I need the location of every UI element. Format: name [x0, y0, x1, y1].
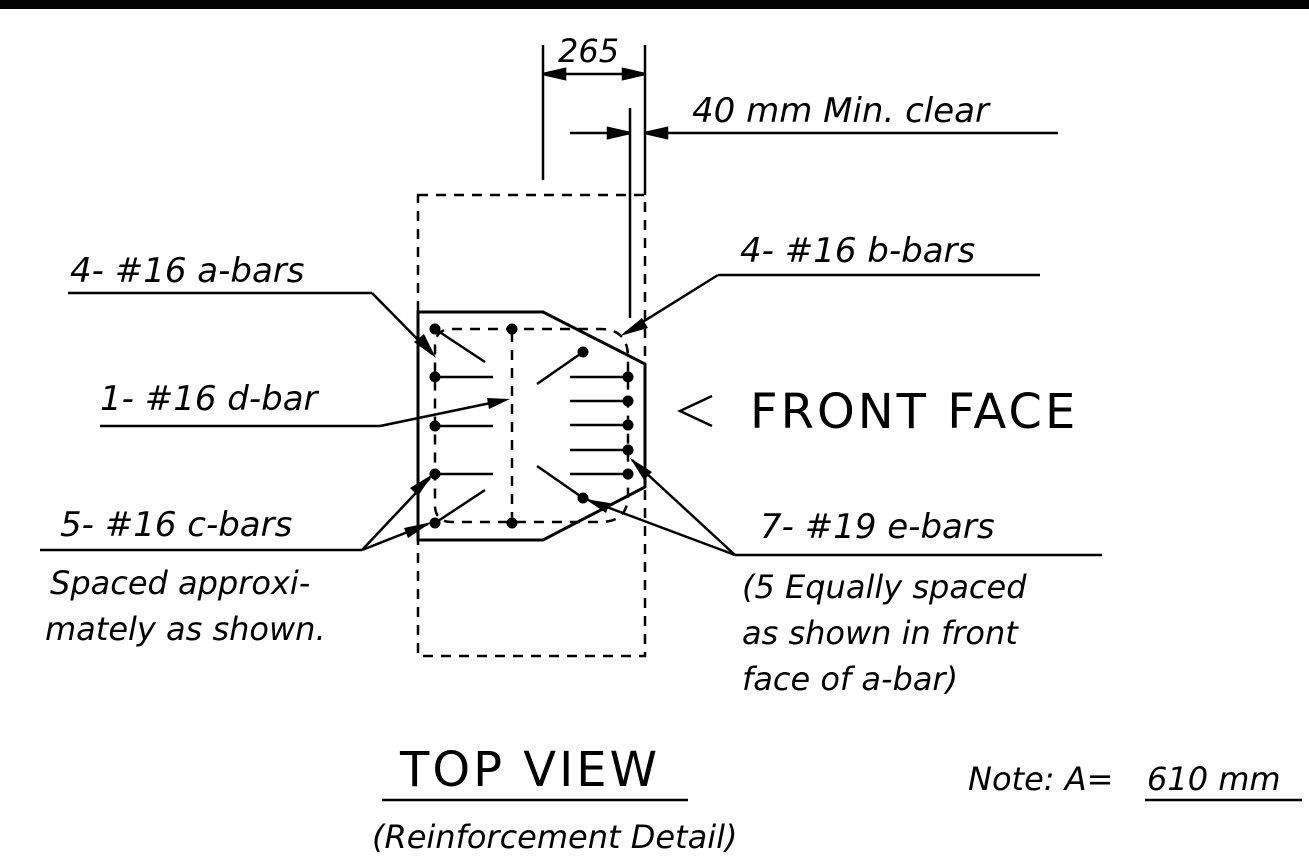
- section-outline: [416, 310, 647, 542]
- e-bars-label: 7- #19 e-bars: [760, 507, 995, 547]
- view-subtitle: (Reinforcement Detail): [372, 818, 737, 856]
- e-bars-note-line2: as shown in front: [742, 614, 1019, 652]
- b-bars-arrow: [620, 318, 648, 336]
- c-bars-arrow-lower: [404, 522, 432, 538]
- front-face-label: FRONT FACE: [750, 384, 1078, 440]
- d-bar-arrow: [487, 398, 510, 409]
- dimension-265-label: 265: [558, 32, 619, 70]
- d-bar-label: 1- #16 d-bar: [100, 379, 320, 419]
- e-bars-note-line3: face of a-bar): [742, 660, 958, 698]
- c-bars-note-line1: Spaced approxi-: [50, 564, 310, 602]
- e-bars-arrow-lower: [585, 499, 610, 513]
- c-bars-note-line2: mately as shown.: [45, 610, 326, 648]
- e-bars-note-line1: (5 Equally spaced: [742, 568, 1027, 606]
- front-face-chevron-icon: [677, 394, 713, 428]
- clear-note: 40 mm Min. clear: [692, 91, 991, 131]
- c-bars-label: 5- #16 c-bars: [60, 505, 292, 545]
- clear-dimension: [570, 108, 1058, 318]
- a-bars-arrow: [414, 334, 436, 358]
- d-bar-leader: [100, 398, 506, 428]
- a-bars-leader: [68, 291, 433, 355]
- tie-lines: [434, 327, 628, 525]
- e-bars-leader: [587, 459, 1102, 557]
- e-bars-arrow-upper: [630, 458, 652, 480]
- note-value: 610 mm: [1147, 760, 1281, 798]
- c-bars-arrow-upper: [410, 474, 433, 496]
- top-border: [0, 0, 1309, 9]
- note-label: Note: A=: [968, 760, 1113, 798]
- view-title: TOP VIEW: [399, 742, 660, 798]
- rebar-dots: [429, 323, 634, 529]
- a-bars-label: 4- #16 a-bars: [70, 251, 304, 291]
- b-bars-label: 4- #16 b-bars: [740, 231, 975, 271]
- b-bars-leader: [624, 273, 1040, 335]
- dimension-265: [541, 45, 647, 195]
